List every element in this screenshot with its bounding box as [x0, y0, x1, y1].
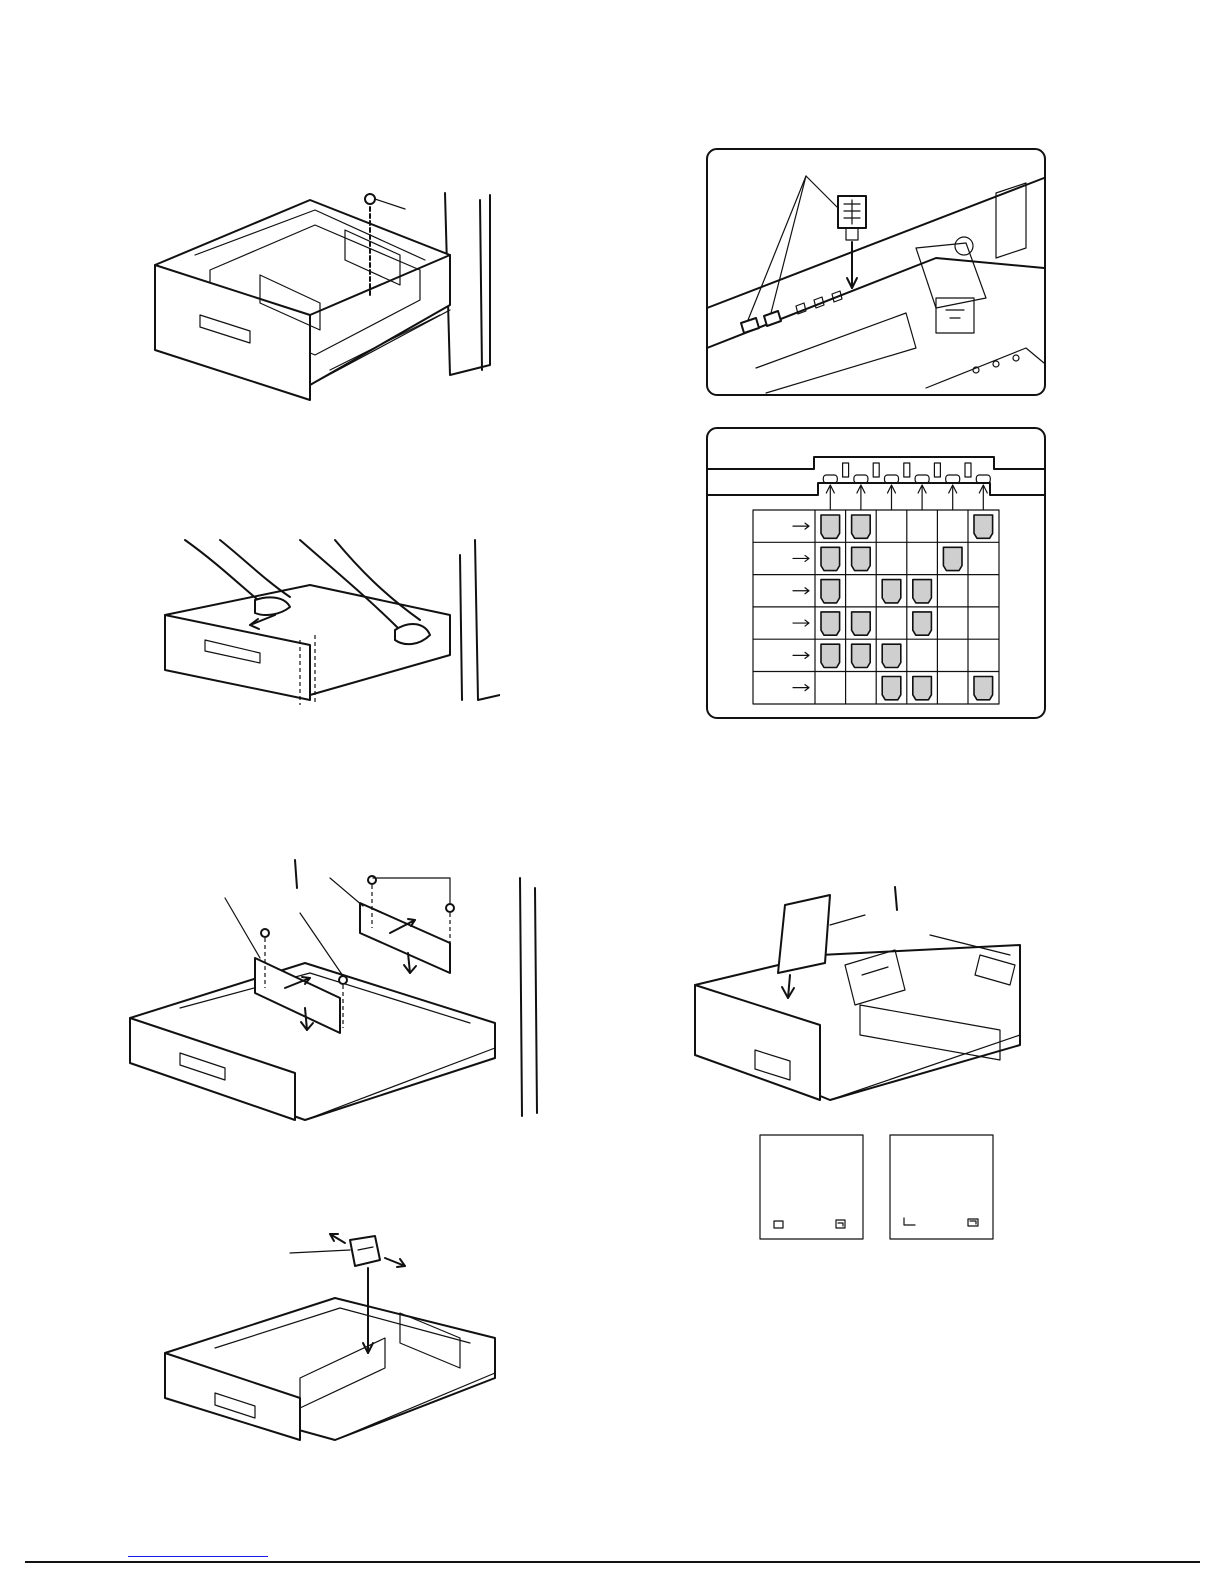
tray-hands-icon	[160, 535, 500, 710]
size-plate-figure	[690, 885, 1030, 1105]
detector-block	[913, 677, 932, 700]
footer-link-underline[interactable]	[128, 1556, 268, 1557]
detector-block	[821, 515, 840, 538]
detector-block	[821, 580, 840, 603]
detector-block	[821, 612, 840, 635]
detector-block	[913, 580, 932, 603]
detector-block	[852, 515, 871, 538]
detector-block	[974, 677, 993, 700]
detector-block	[821, 644, 840, 667]
detector-block	[913, 612, 932, 635]
rear-guide-icon	[160, 1228, 500, 1443]
rear-guide-figure	[160, 1228, 500, 1443]
detector-block	[852, 612, 871, 635]
guide-plates-icon	[125, 858, 545, 1123]
detector-block	[882, 644, 901, 667]
detector-inset-figure	[706, 148, 1046, 396]
detector-inset-icon	[706, 148, 1046, 396]
pattern-table-icon	[706, 427, 1046, 719]
footer-rule	[25, 1561, 1200, 1563]
size-plates-figure	[758, 1133, 998, 1243]
guide-plates-figure	[125, 858, 545, 1123]
detector-block	[852, 547, 871, 570]
pattern-table-figure	[706, 427, 1046, 719]
tray-pull-figure	[160, 535, 500, 710]
detector-block	[821, 547, 840, 570]
detector-block	[974, 515, 993, 538]
detector-block	[943, 547, 962, 570]
detector-block	[882, 677, 901, 700]
tray-screw-icon	[150, 185, 500, 410]
plate-pair-icon	[758, 1133, 998, 1243]
detector-block	[882, 580, 901, 603]
tray-screw-figure	[150, 185, 500, 410]
detector-block	[852, 644, 871, 667]
size-plate-icon	[690, 885, 1030, 1105]
